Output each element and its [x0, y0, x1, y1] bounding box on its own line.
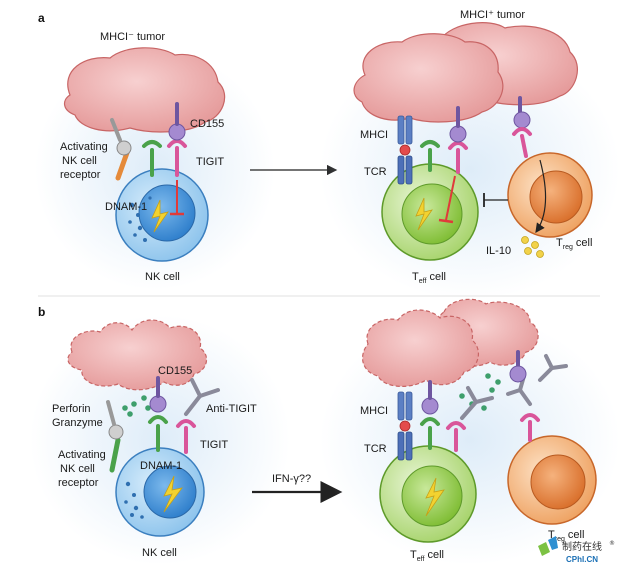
panel-a-right-tcr-label: TCR [364, 166, 387, 178]
panel-b-left-activating-label-3: receptor [58, 477, 99, 489]
panel-b-left-anti-tigit-label: Anti-TIGIT [206, 403, 257, 415]
panel-b-left-perforin-label: Perforin [52, 403, 91, 415]
panel-a-right-teff-label: Teff cell [412, 271, 446, 285]
panel-b-left-nk-label: NK cell [142, 547, 177, 559]
panel-b-arrow-label: IFN-γ?? [272, 473, 311, 485]
panel-b-right-tcr-label: TCR [364, 443, 387, 455]
panel-a-left-nk-label: NK cell [145, 271, 180, 283]
panel-b-right-mhci-label: MHCI [360, 405, 388, 417]
panel-a-right-teff-nucleus [401, 183, 463, 245]
panel-b-right-mhci-tcr [397, 391, 413, 461]
panel-b-left-dnam1-cd155 [148, 376, 168, 452]
panel-a-left-lightning-icon [151, 199, 169, 233]
panel-b-left-tigit-receptor [176, 419, 196, 454]
panel-a-left-nk-granules [128, 196, 152, 242]
panel-b-left-dying-tumor-cell [67, 319, 208, 391]
panel-b-right-treg-tigit [520, 413, 540, 442]
panel-b-left-dnam1-label: DNAM-1 [140, 460, 182, 472]
panel-a-left-dnam1-label: DNAM-1 [105, 201, 147, 213]
panel-b-right-treg-label: Treg cell [548, 529, 584, 543]
panel-a-left-activating-label-3: receptor [60, 169, 101, 181]
panel-b-right-dnam1-cd155 [420, 380, 440, 450]
panel-a-left-cd155-label: CD155 [190, 118, 224, 130]
watermark-en: CPhI.CN [566, 555, 598, 564]
panel-a-right-treg-suppression [483, 193, 508, 207]
panel-a-right-mhci-tcr [397, 115, 413, 185]
panel-a-right-treg-label: Treg cell [556, 237, 592, 251]
panel-b-left-granzyme-label: Granzyme [52, 417, 103, 429]
watermark: 制药在线 ® CPhI.CN [538, 536, 615, 564]
panel-b-left-nk-granules [124, 481, 144, 519]
panel-a-right-treg-nucleus [529, 170, 583, 224]
panel-b-right-tigit-receptor [446, 421, 466, 452]
panel-a-right-tumor-cell-front [353, 33, 504, 123]
panel-a-right-tigit-cd155 [448, 106, 468, 174]
panel-b-letter: b [38, 305, 45, 319]
panel-a-left-tigit-cd155 [167, 102, 187, 177]
panel-a-right-il10-dots [521, 236, 544, 258]
panel-a-right-lightning-icon [415, 197, 433, 231]
panel-a-left-tigit-label: TIGIT [196, 156, 224, 168]
panel-a-left-activating-receptor [110, 118, 132, 181]
panel-a-right-dnam1-receptor [420, 140, 440, 172]
panel-b-right-dying-tumor-front [361, 309, 480, 387]
panel-b-right-anti-tigit-antibody [460, 386, 494, 420]
panel-b-right-treg-nucleus [530, 454, 586, 510]
panel-b-left-activating-label-2: NK cell [60, 463, 95, 475]
panel-b-left-anti-tigit-antibody [184, 378, 220, 416]
panel-b-left-cd155-label: CD155 [158, 365, 192, 377]
panel-a-right-il10-label: IL-10 [486, 245, 511, 257]
panel-b-right-teff-label: Teff cell [410, 549, 444, 563]
watermark-registered-mark: ® [609, 540, 615, 547]
panel-a-right-il10-arrow [535, 159, 547, 233]
panel-a-left-activating-label-1: Activating [60, 141, 108, 153]
panel-b-right-free-antibody [538, 354, 568, 382]
panel-a-right-treg-tigit-cd155 [512, 96, 532, 158]
panel-b-left-activating-receptor [106, 400, 124, 473]
panel-b-left-granzyme-granules [122, 395, 151, 417]
panel-a-left-inhibition-mark [170, 180, 184, 216]
panel-a-right-mhci-label: MHCI [360, 129, 388, 141]
panel-a-left-tumor-cell [64, 47, 226, 133]
panel-b-left-lightning-icon [163, 475, 183, 513]
panel-b-right-lightning-icon [425, 477, 445, 517]
panel-a-right-tumor-label: MHCI⁺ tumor [460, 9, 525, 21]
panel-a-left-activating-label-2: NK cell [62, 155, 97, 167]
panel-a-right-inhibition-mark [438, 175, 456, 224]
panel-b-left-tigit-label: TIGIT [200, 439, 228, 451]
panel-b-left-activating-label-1: Activating [58, 449, 106, 461]
panel-a-left-dnam1-receptor [142, 140, 162, 177]
panel-a-left-tumor-label: MHCI⁻ tumor [100, 31, 165, 43]
watermark-cn: 制药在线 [562, 540, 602, 553]
panel-a-letter: a [38, 11, 45, 25]
panel-b-right-tumor-cd155 [509, 350, 527, 383]
